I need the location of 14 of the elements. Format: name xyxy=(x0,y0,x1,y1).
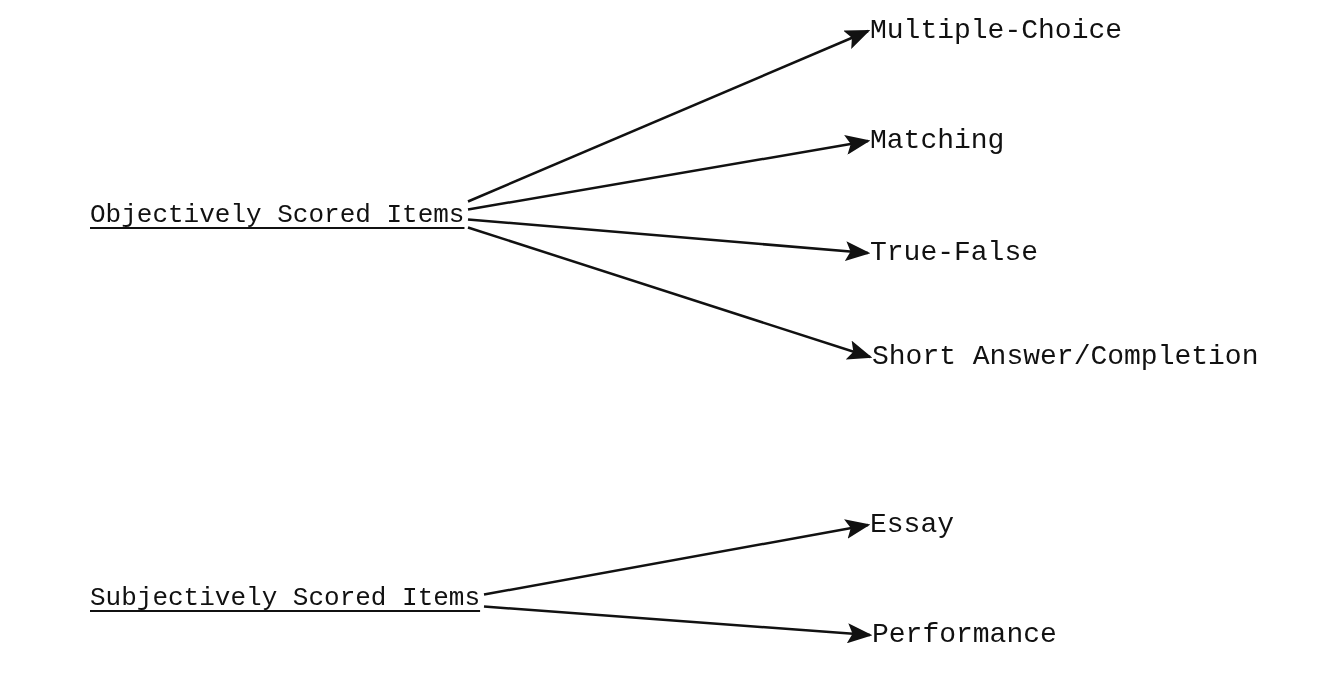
arrow xyxy=(467,29,871,203)
item-type-label: True-False xyxy=(870,236,1039,270)
arrow xyxy=(467,134,871,211)
category-heading: Subjectively Scored Items xyxy=(90,583,481,615)
arrow xyxy=(467,226,873,360)
item-type-label: Multiple-Choice xyxy=(870,14,1123,48)
item-type-label: Essay xyxy=(870,508,954,542)
item-type-label: Short Answer/Completion xyxy=(872,340,1259,374)
item-type-label: Matching xyxy=(870,124,1005,158)
item-type-label: Performance xyxy=(872,618,1057,652)
category-heading: Objectively Scored Items xyxy=(90,200,465,232)
arrow xyxy=(483,605,873,644)
arrow xyxy=(467,218,871,262)
arrow xyxy=(483,519,871,596)
